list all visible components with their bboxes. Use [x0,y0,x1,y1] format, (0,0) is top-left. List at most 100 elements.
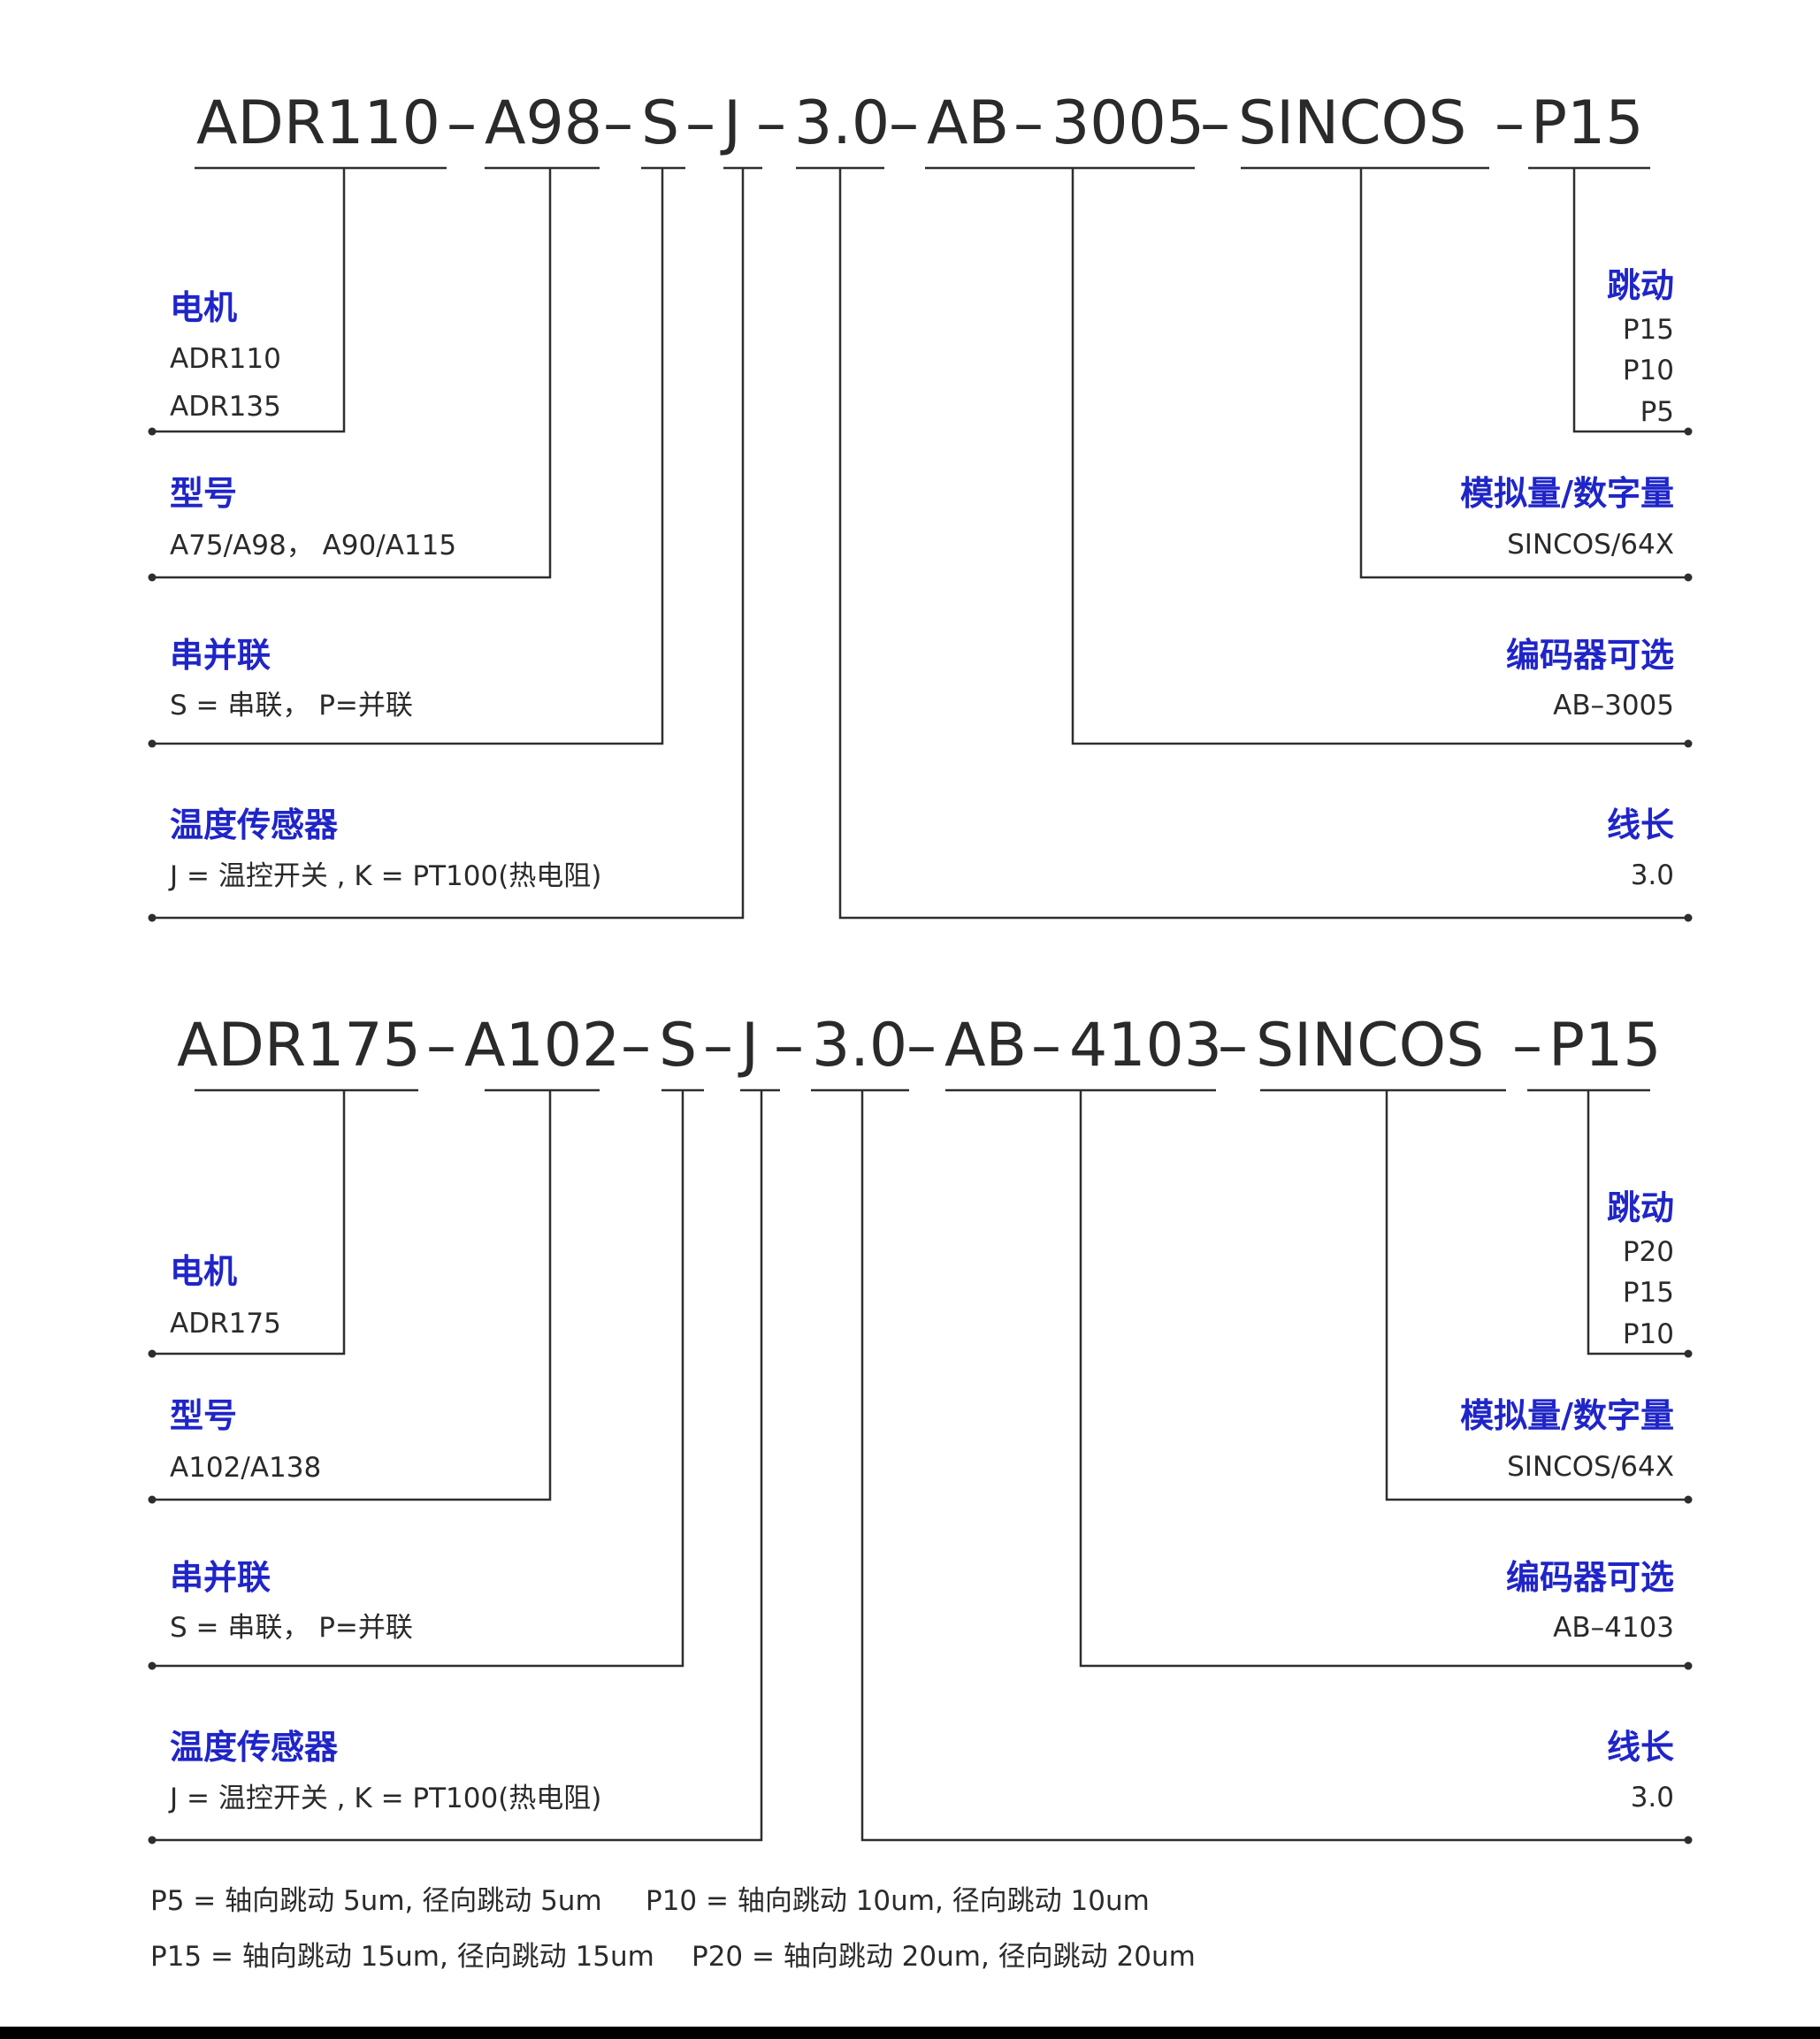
code-separator: – [1013,88,1044,158]
legend-value: AB–3005 [1553,690,1674,722]
legend-value: A102/A138 [170,1452,321,1484]
legend-title: 温度传感器 [170,806,339,844]
code-segment: 4103 [1069,1011,1222,1081]
code-separator: – [426,1011,456,1081]
legend-title: 线长 [1607,806,1674,844]
code-separator: – [603,88,633,158]
code-segment: S [641,88,679,158]
legend-title: 模拟量/数字量 [1460,474,1674,513]
legend-temperature-sensor: 温度传感器 J = 温控开关 , K = PT100(热电阻) [168,1728,601,1814]
note-line: P5 = 轴向跳动 5um, 径向跳动 5um [150,1885,602,1917]
legend-encoder: 编码器可选 AB–3005 [1506,636,1674,722]
legend-signal-type: 模拟量/数字量 SINCOS/64X [1460,474,1674,561]
code-segment: 3.0 [812,1011,907,1081]
code-segment: AB [944,1011,1027,1081]
code-separator: – [1495,88,1525,158]
legend-signal-type: 模拟量/数字量 SINCOS/64X [1460,1396,1674,1483]
runout-notes: P5 = 轴向跳动 5um, 径向跳动 5um P10 = 轴向跳动 10um,… [150,1885,1196,1973]
legend-title: 跳动 [1607,1188,1674,1227]
code-separator: – [774,1011,804,1081]
legend-encoder: 编码器可选 AB–4103 [1506,1558,1674,1644]
note-line: P10 = 轴向跳动 10um, 径向跳动 10um [646,1885,1150,1917]
code-segment: AB [927,88,1009,158]
legend-title: 串并联 [170,1558,271,1597]
code-separator: – [1031,1011,1061,1081]
legend-value: P10 [1623,1318,1674,1350]
diagram-2: ADR175 – A102 – S – J – 3.0 – AB – 4103 … [148,1011,1693,1844]
code-separator: – [1200,88,1230,158]
legend-motor: 电机 ADR175 [170,1252,281,1340]
note-line: P20 = 轴向跳动 20um, 径向跳动 20um [692,1941,1196,1973]
code-segment: ADR110 [196,88,440,158]
legend-title: 型号 [170,474,237,513]
diagram-1: ADR110 – A98 – S – J – 3.0 – AB – 3005 –… [148,88,1693,922]
legend-runout: 跳动 P15 P10 P5 [1607,266,1674,428]
legend-model: 型号 A102/A138 [170,1396,321,1484]
legend-title: 型号 [170,1396,237,1435]
legend-title: 模拟量/数字量 [1460,1396,1674,1435]
code-segment: SINCOS [1238,88,1466,158]
legend-value: P20 [1623,1236,1674,1268]
legend-value: P10 [1623,355,1674,386]
legend-motor: 电机 ADR110 ADR135 [170,288,281,423]
legend-title: 电机 [170,1252,237,1291]
code-segment: S [659,1011,697,1081]
code-separator: – [621,1011,651,1081]
legend-value: S = 串联， P=并联 [170,1612,413,1644]
code-separator: – [756,88,786,158]
legend-value: J = 温控开关 , K = PT100(热电阻) [168,1783,601,1814]
code-segment: A98 [485,88,602,158]
legend-model: 型号 A75/A98， A90/A115 [170,474,456,561]
legend-title: 跳动 [1607,266,1674,305]
code-segment: ADR175 [177,1011,421,1081]
legend-value: 3.0 [1631,859,1674,891]
code-segment: P15 [1531,88,1644,158]
code-segment: A102 [464,1011,620,1081]
legend-title: 编码器可选 [1506,1558,1674,1597]
legend-title: 温度传感器 [170,1728,339,1767]
legend-cable-length: 线长 3.0 [1607,1728,1674,1814]
legend-value: AB–4103 [1553,1612,1674,1644]
legend-value: ADR110 [170,343,281,375]
code-segment: 3005 [1051,88,1204,158]
code-separator: – [906,1011,937,1081]
legend-value: P5 [1640,396,1674,428]
code-segment: SINCOS [1256,1011,1484,1081]
legend-temperature-sensor: 温度传感器 J = 温控开关 , K = PT100(热电阻) [168,806,601,892]
legend-title: 线长 [1607,1728,1674,1767]
legend-wiring: 串并联 S = 串联， P=并联 [170,636,413,722]
legend-value: P15 [1623,314,1674,346]
legend-wiring: 串并联 S = 串联， P=并联 [170,1558,413,1644]
leader-lines-left [148,1090,763,1844]
legend-runout: 跳动 P20 P15 P10 [1607,1188,1674,1350]
code-segment: P15 [1549,1011,1662,1081]
leader-lines-right [838,168,1693,922]
legend-value: ADR175 [170,1308,281,1340]
legend-title: 编码器可选 [1506,636,1674,675]
code-segment: 3.0 [794,88,890,158]
legend-value: 3.0 [1631,1782,1674,1814]
code-separator: – [703,1011,733,1081]
legend-title: 串并联 [170,636,271,675]
code-segment: J [738,1011,759,1081]
code-separator: – [1218,1011,1248,1081]
code-separator: – [685,88,715,158]
code-separator: – [1512,1011,1542,1081]
legend-cable-length: 线长 3.0 [1607,806,1674,891]
code-separator: – [447,88,477,158]
legend-value: SINCOS/64X [1507,1451,1674,1483]
legend-value: SINCOS/64X [1507,529,1674,561]
legend-value: S = 串联， P=并联 [170,690,413,722]
legend-value: A75/A98， A90/A115 [170,530,456,561]
legend-value: ADR135 [170,391,281,423]
leader-lines-left [148,168,745,922]
code-separator: – [889,88,919,158]
leader-lines-right [860,1090,1693,1844]
legend-value: P15 [1623,1277,1674,1309]
code-segment: J [720,88,741,158]
legend-title: 电机 [170,288,237,327]
bottom-border-bar [0,2027,1820,2039]
note-line: P15 = 轴向跳动 15um, 径向跳动 15um [150,1941,654,1973]
legend-value: J = 温控开关 , K = PT100(热电阻) [168,860,601,892]
